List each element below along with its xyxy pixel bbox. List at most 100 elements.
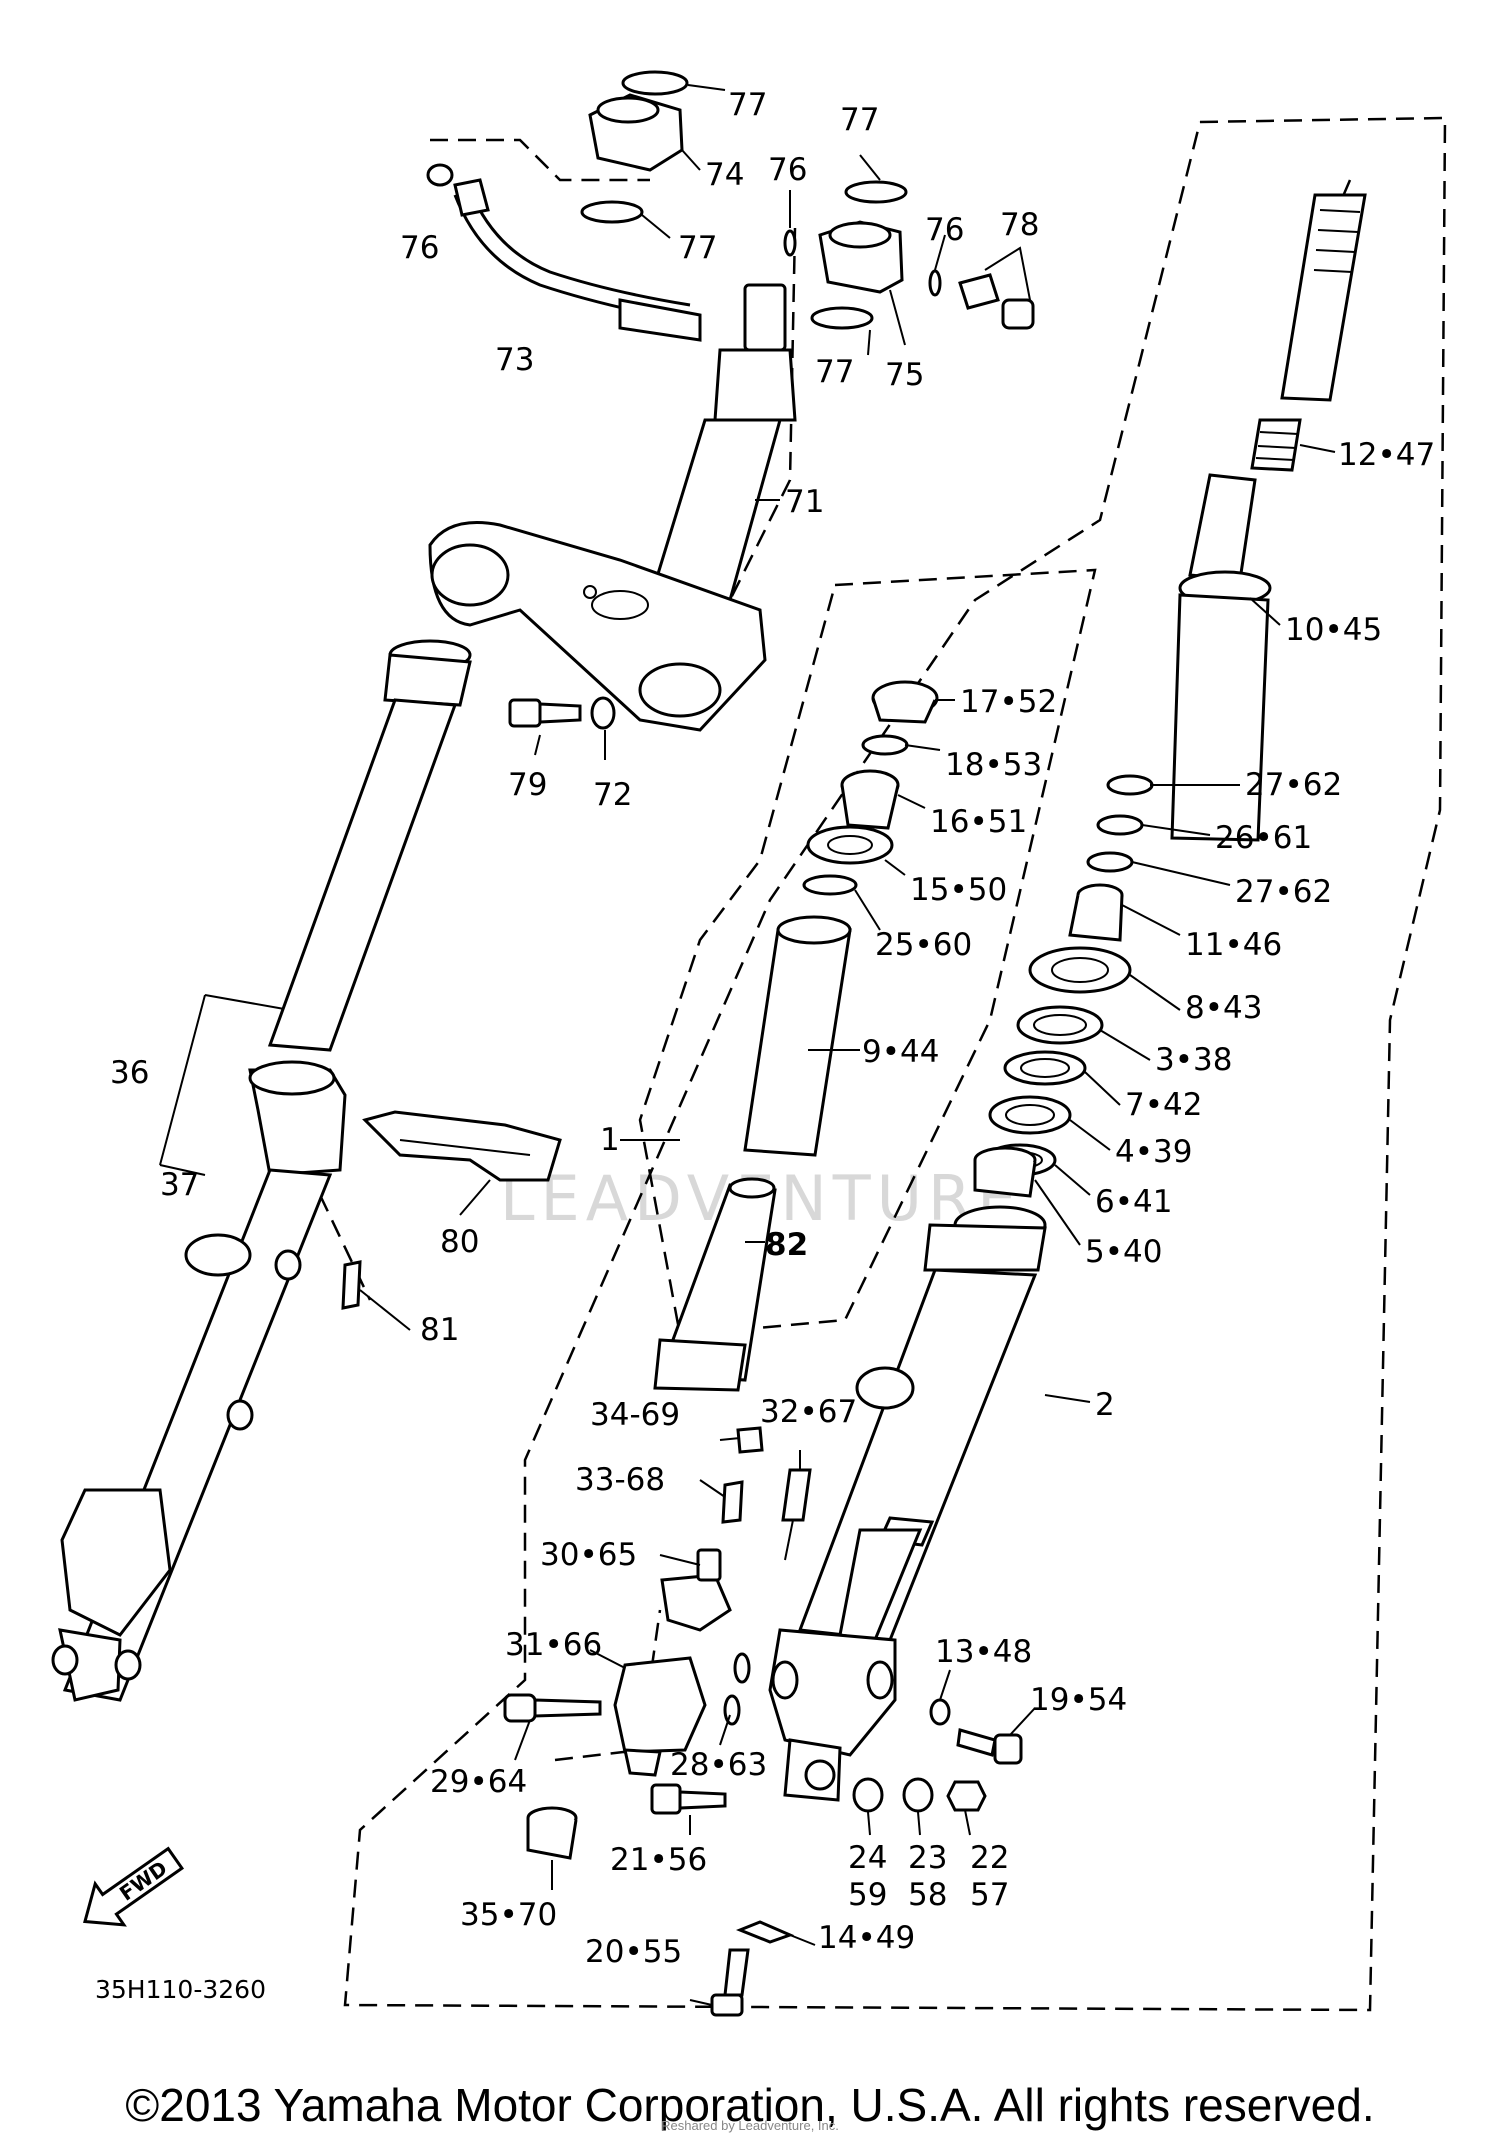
label-4-39: 4•39 <box>1115 1134 1192 1170</box>
o-ring-77-mid <box>580 200 644 224</box>
label-10-45: 10•45 <box>1285 612 1382 648</box>
bushing-5-40 <box>973 1146 1037 1198</box>
label-74: 74 <box>705 157 744 193</box>
label-14-49: 14•49 <box>818 1920 915 1956</box>
fwd-arrow-icon: FWD <box>83 1846 185 1927</box>
label-27-62-a: 27•62 <box>1245 767 1342 803</box>
label-77-a: 77 <box>728 87 767 123</box>
label-76-a: 76 <box>400 230 439 266</box>
o-ring-77-bottom <box>810 306 874 330</box>
leader-lines <box>359 84 1336 2006</box>
clip-3-38 <box>1016 1005 1104 1045</box>
nut-22-57 <box>946 1780 987 1812</box>
bolt-32-67 <box>781 1468 812 1561</box>
housing-31-66 <box>613 1656 707 1777</box>
label-26-61: 26•61 <box>1215 820 1312 856</box>
label-15-50: 15•50 <box>910 872 1007 908</box>
label-25-60: 25•60 <box>875 927 972 963</box>
label-6-41: 6•41 <box>1095 1184 1172 1220</box>
handlebar-clamp-75 <box>818 220 904 294</box>
seal-4-39 <box>988 1095 1072 1135</box>
label-13-48: 13•48 <box>935 1634 1032 1670</box>
bolt-19-54 <box>956 1728 1023 1765</box>
label-21-56: 21•56 <box>610 1842 707 1878</box>
bolt-81 <box>341 1260 362 1310</box>
washer-72 <box>590 696 616 730</box>
fork-guard-80 <box>362 1110 562 1182</box>
label-72: 72 <box>593 777 632 813</box>
washer-26-61 <box>1096 814 1144 836</box>
o-ring-76-center <box>783 229 797 257</box>
steering-stem-71 <box>428 283 797 732</box>
washer-27-62-b <box>1086 851 1134 873</box>
copyright-text: ©2013 Yamaha Motor Corporation, U.S.A. A… <box>125 2079 1375 2131</box>
cap-34-69 <box>736 1426 764 1454</box>
bushing-16-51 <box>840 769 900 830</box>
handlebar-clamp-74 <box>588 93 684 172</box>
tube-9-44 <box>743 915 852 1157</box>
seal-15-50 <box>806 825 894 865</box>
label-5-40: 5•40 <box>1085 1234 1162 1270</box>
label-80: 80 <box>440 1224 479 1260</box>
washer-23-58 <box>902 1777 934 1813</box>
label-36: 36 <box>110 1055 149 1091</box>
o-ring-77-right-top <box>844 180 908 204</box>
label-16-51: 16•51 <box>930 804 1027 840</box>
o-ring-77-top <box>621 70 689 96</box>
label-79: 79 <box>508 767 547 803</box>
washer-14-49 <box>735 1920 795 1944</box>
reshare-note: Reshared by Leadventure, Inc. <box>661 2118 839 2133</box>
drawing-code: 35H110-3260 <box>95 1975 266 2004</box>
label-23: 23 <box>908 1840 947 1876</box>
label-82: 82 <box>765 1227 808 1263</box>
o-ring-13-48 <box>929 1698 951 1726</box>
bolt-29-64 <box>503 1693 602 1723</box>
cap-35-70 <box>526 1806 578 1860</box>
outer-tube-82 <box>653 1177 777 1392</box>
label-20-55: 20•55 <box>585 1934 682 1970</box>
label-12-47: 12•47 <box>1338 437 1435 473</box>
label-28-63: 28•63 <box>670 1747 767 1783</box>
label-76-c: 76 <box>925 212 964 248</box>
label-18-53: 18•53 <box>945 747 1042 783</box>
label-22: 22 <box>970 1840 1009 1876</box>
label-7-42: 7•42 <box>1125 1087 1202 1123</box>
label-81: 81 <box>420 1312 459 1348</box>
washer-7-42 <box>1003 1050 1087 1086</box>
label-8-43: 8•43 <box>1185 990 1262 1026</box>
label-57: 57 <box>970 1877 1009 1913</box>
label-73: 73 <box>495 342 534 378</box>
washer-24-59 <box>852 1777 884 1813</box>
seal-8-43 <box>1028 946 1132 994</box>
label-76-b: 76 <box>768 152 807 188</box>
piece-11-46 <box>1068 883 1124 942</box>
label-27-62-b: 27•62 <box>1235 874 1332 910</box>
outer-tube-left-37 <box>51 1060 347 1702</box>
label-77-c: 77 <box>840 102 879 138</box>
label-78: 78 <box>1000 207 1039 243</box>
label-35-70: 35•70 <box>460 1897 557 1933</box>
bolt-20-55 <box>710 1948 750 2017</box>
washer-27-62-a <box>1106 774 1154 796</box>
damper-rod-10-45 <box>1170 473 1272 842</box>
label-30-65: 30•65 <box>540 1537 637 1573</box>
label-3-38: 3•38 <box>1155 1042 1232 1078</box>
o-ring-76-right <box>928 269 942 297</box>
label-77-d: 77 <box>815 354 854 390</box>
o-ring-18-53 <box>861 734 909 756</box>
clip-25-60 <box>802 874 858 896</box>
breather-hose-73 <box>453 178 702 342</box>
cap-17-52 <box>871 680 939 724</box>
o-ring-28-63 <box>723 1652 751 1726</box>
label-9-44: 9•44 <box>862 1034 939 1070</box>
label-37: 37 <box>160 1167 199 1203</box>
label-29-64: 29•64 <box>430 1764 527 1800</box>
label-1: 1 <box>600 1122 620 1158</box>
label-31-66: 31•66 <box>505 1627 602 1663</box>
label-24: 24 <box>848 1840 887 1876</box>
label-59: 59 <box>848 1877 887 1913</box>
label-58: 58 <box>908 1877 947 1913</box>
spring-12-47 <box>1250 418 1302 472</box>
label-17-52: 17•52 <box>960 684 1057 720</box>
